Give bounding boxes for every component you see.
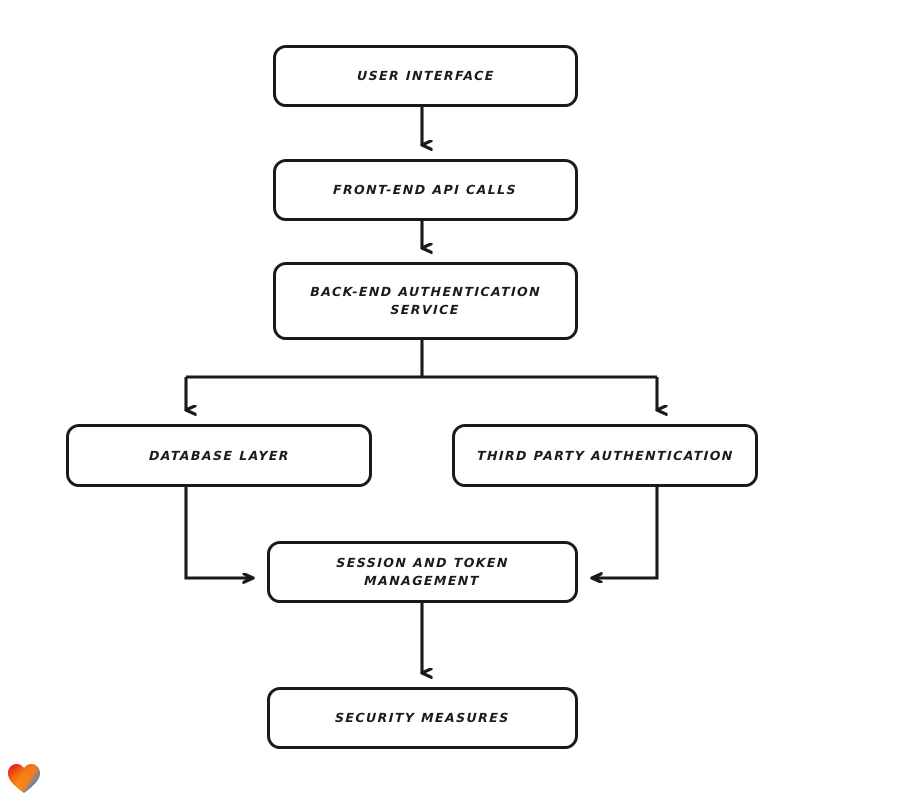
node-user-interface-label: User Interface [356,68,495,84]
node-session-and-token-management-label: Session and Token Management [336,555,510,588]
node-security-measures-label: Security Measures [334,710,511,726]
node-third-party-authentication[interactable]: Third Party Authentication [452,424,758,487]
node-third-party-authentication-label: Third Party Authentication [476,447,734,463]
node-database-layer[interactable]: Database Layer [66,424,372,487]
node-frontend-api-calls-label: Front-End API Calls [333,182,518,198]
edge-database-to-session [184,487,253,578]
node-frontend-api-calls[interactable]: Front-End API Calls [273,159,578,221]
node-user-interface[interactable]: User Interface [273,45,578,107]
node-security-measures[interactable]: Security Measures [267,687,578,749]
node-database-layer-label: Database Layer [148,447,290,463]
node-backend-authentication-service[interactable]: Back-End Authentication Service [273,262,578,340]
edge-thirdparty-to-session [592,487,659,578]
heart-icon [8,764,40,793]
node-backend-authentication-service-label: Back-End Authentication Service [310,284,542,317]
node-session-and-token-management[interactable]: Session and Token Management [267,541,578,603]
